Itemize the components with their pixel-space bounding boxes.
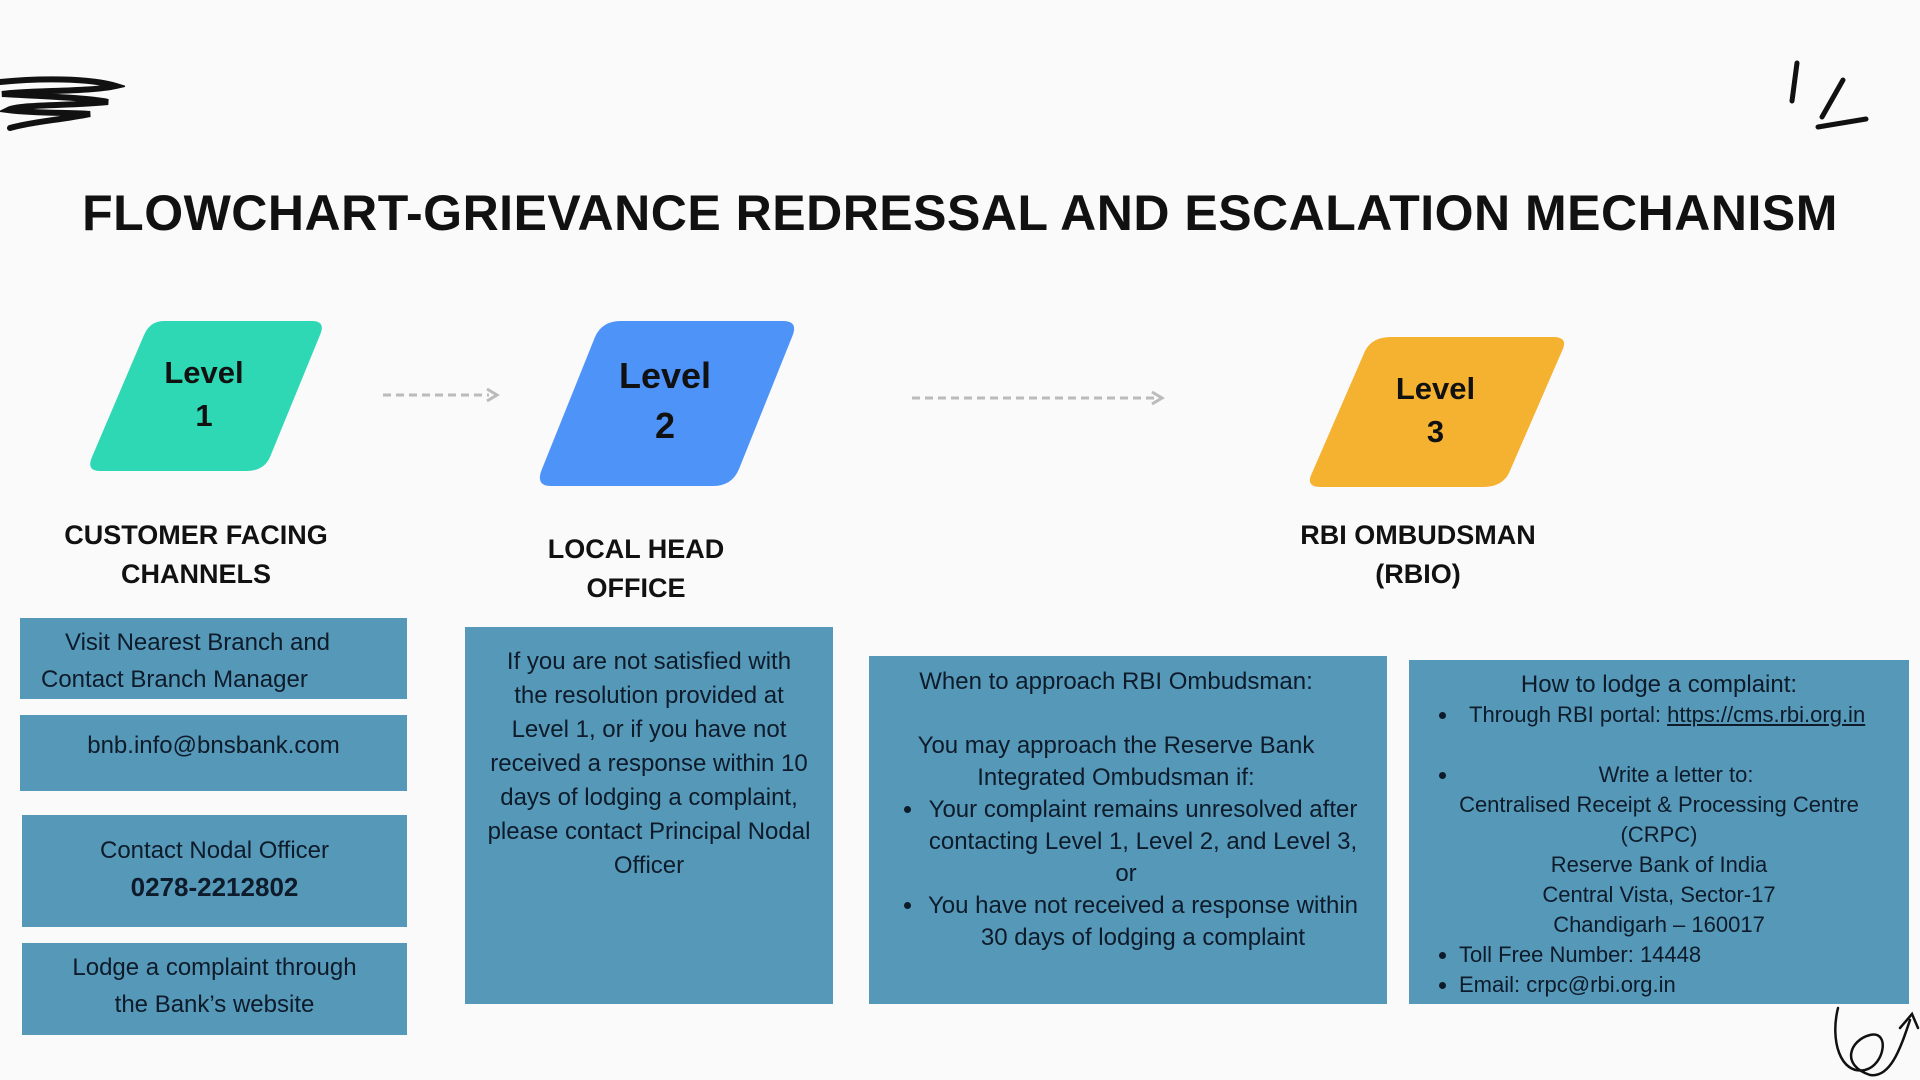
email-box: bnb.info@bnsbank.com — [20, 715, 407, 791]
level-label: Level — [1395, 371, 1476, 406]
level-3-shape: Level 3 — [1305, 337, 1566, 487]
rbi-portal-link[interactable]: https://cms.rbi.org.in — [1667, 702, 1866, 727]
rbio-when-box: When to approach RBI Ombudsman: You may … — [869, 656, 1387, 1004]
level-1-shape: Level 1 — [86, 321, 322, 471]
nodal-phone: 0278-2212802 — [130, 872, 299, 902]
crpc-address: Centralised Receipt & Processing Centre(… — [1459, 792, 1859, 937]
level-number: 1 — [195, 398, 213, 433]
level-label: Level — [164, 355, 244, 390]
level-2-info-box: If you are not satisfied with the resolu… — [465, 627, 833, 1004]
level-2-shape: Level 2 — [535, 321, 795, 486]
sparkle-decoration — [1789, 60, 1869, 130]
level-number: 3 — [1426, 414, 1445, 449]
scribble-decoration — [0, 76, 125, 131]
dashed-arrow-2-to-3 — [912, 390, 1165, 406]
page-title: FLOWCHART-GRIEVANCE REDRESSAL AND ESCALA… — [82, 185, 1838, 241]
crpc-email: Email: crpc@rbi.org.in — [1459, 970, 1893, 1000]
level-number: 2 — [654, 405, 676, 446]
curly-arrow-decoration — [1834, 1006, 1920, 1077]
level-3-heading: RBI OMBUDSMAN(RBIO) — [1300, 520, 1536, 589]
how-to-lodge-box: How to lodge a complaint: Through RBI po… — [1409, 660, 1909, 1004]
bank-email[interactable]: bnb.info@bnsbank.com — [87, 732, 340, 759]
level-label: Level — [618, 355, 712, 396]
dashed-arrow-1-to-2 — [383, 387, 500, 403]
toll-free: Toll Free Number: 14448 — [1459, 940, 1893, 970]
